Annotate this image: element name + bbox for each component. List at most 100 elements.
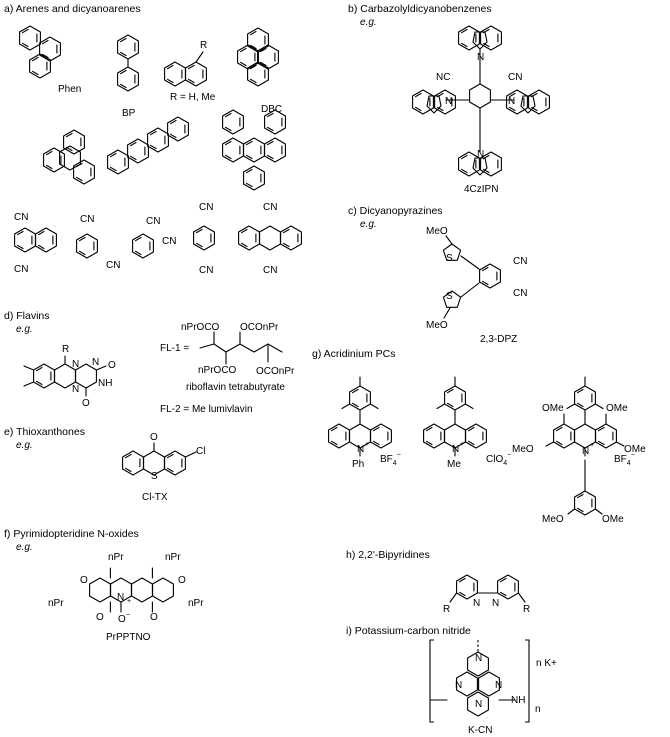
dicyanoanthracene-structure xyxy=(238,225,302,251)
prpptno-npr-4: nPr xyxy=(188,598,204,609)
bp-label: BP xyxy=(122,108,136,119)
czipn-n-right: N xyxy=(508,96,515,107)
czipn-n-top: N xyxy=(477,52,484,63)
bipy-n-2: N xyxy=(492,598,499,609)
czipn-label: 4CzIPN xyxy=(464,184,498,195)
dpz-meo-top: MeO xyxy=(426,226,448,237)
cn-atom-7: CN xyxy=(199,202,213,213)
kcn-n-4: N xyxy=(475,699,482,710)
cltx-s-atom: S xyxy=(151,471,158,482)
dpz-label: 2,3-DPZ xyxy=(480,334,517,345)
acr3-ome-4: OMe xyxy=(602,514,624,525)
acridinium-1 xyxy=(329,377,392,457)
cn-atom-1: CN xyxy=(14,212,28,223)
prpptno-o-2: O xyxy=(178,575,186,586)
cn-atom-9: CN xyxy=(263,202,277,213)
acr2-clo4: ClO4− xyxy=(486,452,511,467)
czipn-n-left: N xyxy=(445,96,452,107)
fl1-nprocO-bottom: nPrOCO xyxy=(198,365,237,376)
kcn-nh: NH xyxy=(511,695,525,706)
section-d-title: d) Flavins xyxy=(4,310,50,322)
dpz-meo-bottom: MeO xyxy=(426,320,448,331)
section-g-title: g) Acridinium PCs xyxy=(312,348,395,360)
prpptno-o-3: O xyxy=(96,612,104,623)
prpptno-o-1: O xyxy=(80,575,88,586)
acr1-plus: + xyxy=(365,441,369,448)
riboflavin-label: riboflavin tetrabutyrate xyxy=(186,382,285,393)
dpz-s-bottom: S xyxy=(446,291,453,302)
pyrene-structure xyxy=(237,27,279,87)
chrysene-structure xyxy=(107,116,189,175)
cltx-cl-atom: Cl xyxy=(196,446,205,457)
cltx-o-atom: O xyxy=(150,432,158,443)
section-d-eg: e.g. xyxy=(16,324,33,335)
phthalonitrile-structure xyxy=(132,233,154,259)
bp-structure xyxy=(117,34,139,92)
section-b-title: b) Carbazolyldicyanobenzenes xyxy=(348,3,492,15)
fl1-oconpr-bottom: OCOnPr xyxy=(256,366,295,377)
acr3-meo-2: MeO xyxy=(542,514,564,525)
prpptno-npr-1: nPr xyxy=(108,552,124,563)
acr3-ome-2: OMe xyxy=(606,403,628,414)
dpz-structure xyxy=(442,235,501,319)
section-c-title: c) Dicyanopyrazines xyxy=(348,205,443,217)
acr1-bf4: BF4− xyxy=(380,452,401,467)
section-h-title: h) 2,2'-Bipyridines xyxy=(346,549,430,561)
acr3-ome-1: OMe xyxy=(542,403,564,414)
section-e-title: e) Thioxanthones xyxy=(4,426,85,438)
section-f-eg: e.g. xyxy=(16,542,33,553)
prpptno-o-minus: O xyxy=(118,614,126,625)
cn-atom-4: CN xyxy=(106,260,120,271)
dpz-cn-bottom: CN xyxy=(513,288,527,299)
dpz-s-top: S xyxy=(446,253,453,264)
section-b-eg: e.g. xyxy=(360,17,377,28)
acr3-meo-1: MeO xyxy=(512,444,534,455)
cn-atom-10: CN xyxy=(263,265,277,276)
naphthalene-structure xyxy=(164,51,207,87)
bipy-r-2: R xyxy=(523,604,530,615)
kcn-structure xyxy=(429,639,530,723)
acr1-ph: Ph xyxy=(352,459,364,470)
czipn-n-bottom: N xyxy=(477,149,484,160)
flavin-r-atom: R xyxy=(62,344,69,355)
flavin-n2: N xyxy=(72,384,79,395)
dbc-structure xyxy=(222,109,286,191)
cn-atom-2: CN xyxy=(14,264,28,275)
dpz-cn-top: CN xyxy=(513,256,527,267)
fl1-oconpr-top: OCOnPr xyxy=(240,322,279,333)
section-i-title: i) Potassium-carbon nitride xyxy=(346,625,471,637)
isophthalonitrile-structure xyxy=(76,233,98,259)
czipn-structure xyxy=(413,26,550,176)
acr2-me: Me xyxy=(447,459,461,470)
terephthalonitrile-structure xyxy=(193,225,215,251)
prpptno-plus: + xyxy=(127,598,131,605)
kcn-n-1: N xyxy=(475,653,482,664)
prpptno-npr-3: nPr xyxy=(48,598,64,609)
acr3-bf4: BF4− xyxy=(614,452,635,467)
kcn-n-3: N xyxy=(495,680,502,691)
acr2-plus: + xyxy=(460,441,464,448)
flavin-o2: O xyxy=(82,398,90,409)
prpptno-label: PrPPTNO xyxy=(106,632,151,643)
flavin-nh: NH xyxy=(98,378,112,389)
acr1-n: N xyxy=(357,444,364,455)
flavin-o1: O xyxy=(108,360,116,371)
cn-atom-5: CN xyxy=(146,216,160,227)
section-c-eg: e.g. xyxy=(360,219,377,230)
cltx-structure xyxy=(122,442,197,476)
section-f-title: f) Pyrimidopteridine N-oxides xyxy=(4,528,139,540)
fl2-label: FL-2 = Me lumivlavin xyxy=(160,404,253,415)
flavin-n1: N xyxy=(72,359,79,370)
fl1-label: FL-1 = xyxy=(160,343,189,354)
dbc-label: DBC xyxy=(261,104,282,115)
dicyanonaphthalene-structure xyxy=(14,227,57,253)
cn-atom-6: CN xyxy=(162,236,176,247)
triphenylene-structure xyxy=(43,129,95,185)
naph-r-label: R = H, Me xyxy=(170,92,216,103)
acr3-n: N xyxy=(582,446,589,457)
fl1-nprocO-top: nPrOCO xyxy=(181,322,220,333)
acridinium-3 xyxy=(545,377,625,516)
czipn-nc-atom: NC xyxy=(436,72,450,83)
acr2-n: N xyxy=(452,444,459,455)
